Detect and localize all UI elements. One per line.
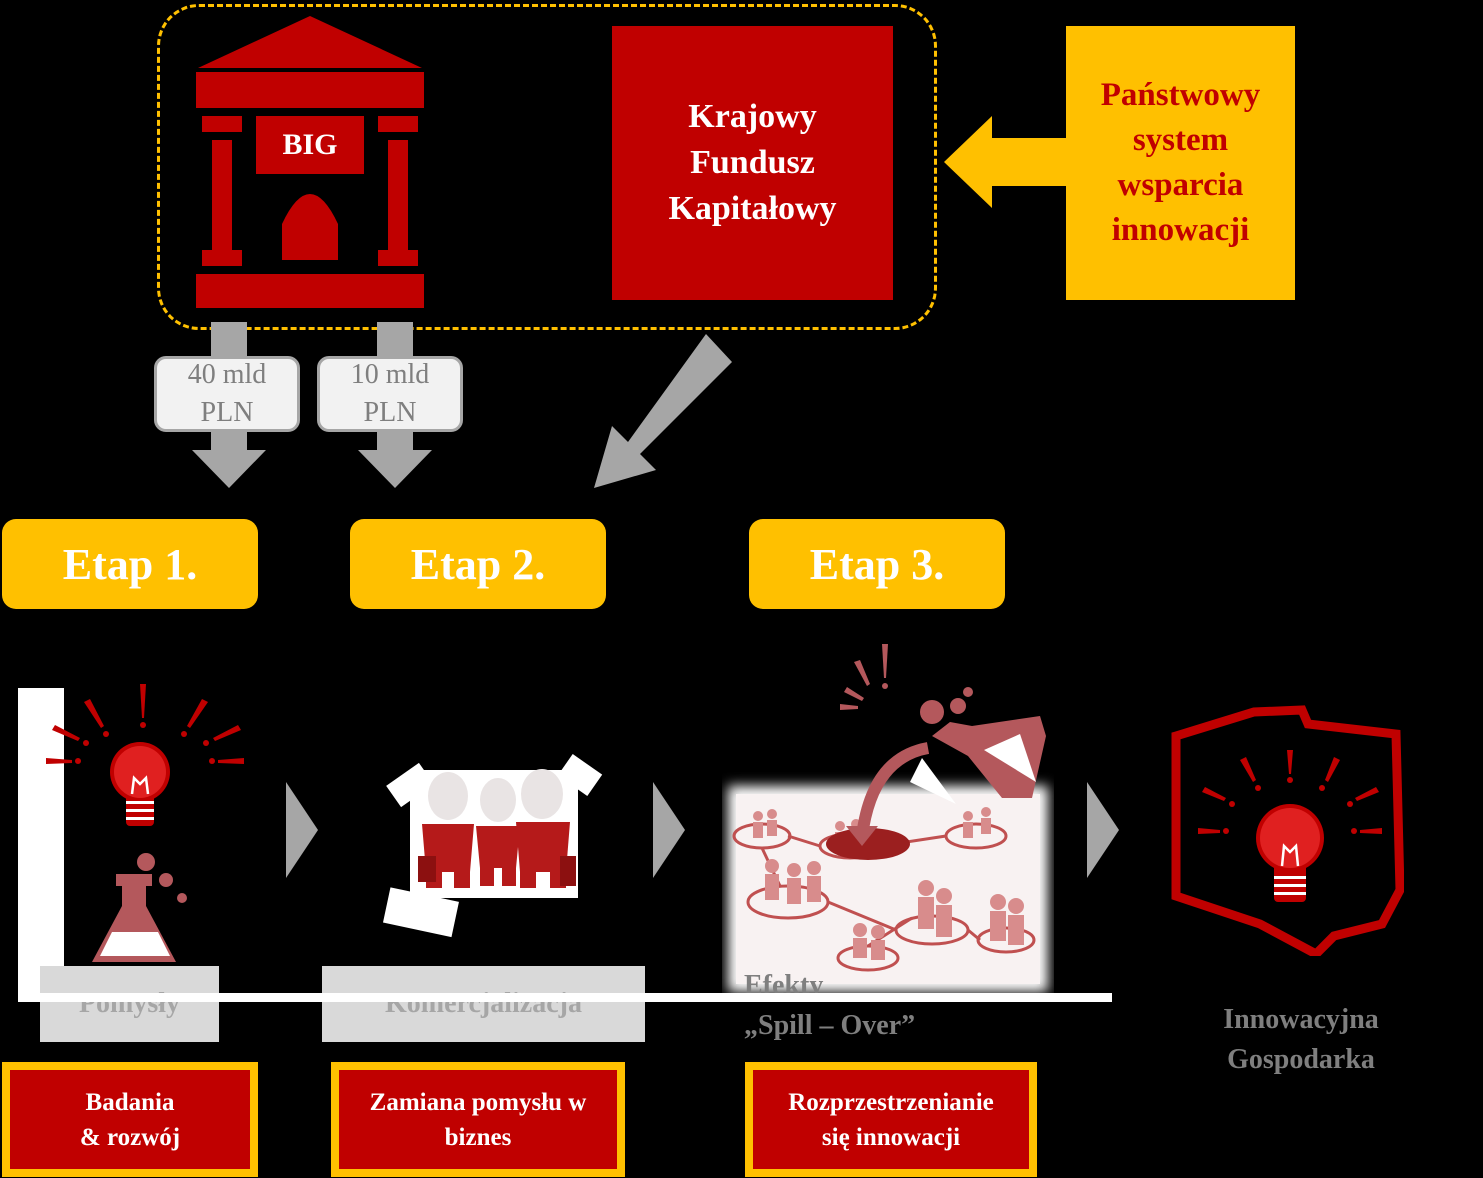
description-box-3: Rozprzestrzenianie się innowacji [745,1062,1037,1177]
lightbulb-icon [46,684,244,826]
description-3-line1: Rozprzestrzenianie [788,1088,994,1116]
funding-label-2: 10 mld PLN [317,356,463,432]
stage-label-spillover: Efekty „Spill – Over” [744,966,994,1046]
stage-label-economy: Innowacyjna Gospodarka [1180,1000,1422,1080]
bank-label: BIG [282,128,338,161]
economy-line1: Innowacyjna [1223,1004,1379,1035]
business-people-icon [383,754,603,938]
fund-label-line2: Fundusz [690,144,815,181]
funding-1-amount: 40 mld [187,359,267,390]
stage-label-commercialization: Komercjalizacja [322,966,645,1042]
flask-icon [92,853,187,962]
description-1-line1: Badania [85,1088,175,1116]
funding-2-currency: PLN [363,397,417,428]
description-box-2: Zamiana pomysłu w biznes [331,1062,625,1177]
frame-bar-horizontal-overlay [18,993,1112,1002]
spillover-line2: „Spill – Over” [744,1010,916,1041]
description-2-line2: biznes [444,1123,512,1151]
chevron-right-icon [286,782,318,878]
economy-line2: Gospodarka [1227,1044,1375,1075]
frame-bar-vertical [18,688,64,1000]
stage-1-pill: Etap 1. [2,519,258,609]
state-system-line3: wsparcia [1117,167,1244,203]
state-system-box: Państwowy system wsparcia innowacji [1066,26,1295,300]
fund-label-line1: Krajowy [688,98,817,135]
funding-group-frame [157,4,937,330]
description-1-line2: & rozwój [79,1123,181,1151]
stage-3-pill: Etap 3. [749,519,1005,609]
fund-box: Krajowy Fundusz Kapitałowy [612,26,893,300]
stage-2-pill: Etap 2. [350,519,606,609]
funding-label-1: 40 mld PLN [154,356,300,432]
funding-1-currency: PLN [200,397,254,428]
bank-icon [196,16,424,308]
description-2-line1: Zamiana pomysłu w [369,1088,587,1116]
arrow-left-icon [944,116,1068,208]
poland-map-icon [1171,705,1404,956]
arrow-diagonal-icon [594,334,732,488]
state-system-line1: Państwowy [1100,77,1261,113]
stage-label-ideas: Pomysły [40,966,219,1042]
description-box-1: Badania & rozwój [2,1062,258,1177]
state-system-line2: system [1132,122,1229,158]
network-icon [728,644,1048,992]
state-system-line4: innowacji [1111,212,1250,248]
fund-label-line3: Kapitałowy [668,190,837,227]
chevron-right-icon [653,782,685,878]
funding-2-amount: 10 mld [350,359,430,390]
description-3-line2: się innowacji [821,1123,961,1151]
chevron-right-icon [1087,782,1119,878]
